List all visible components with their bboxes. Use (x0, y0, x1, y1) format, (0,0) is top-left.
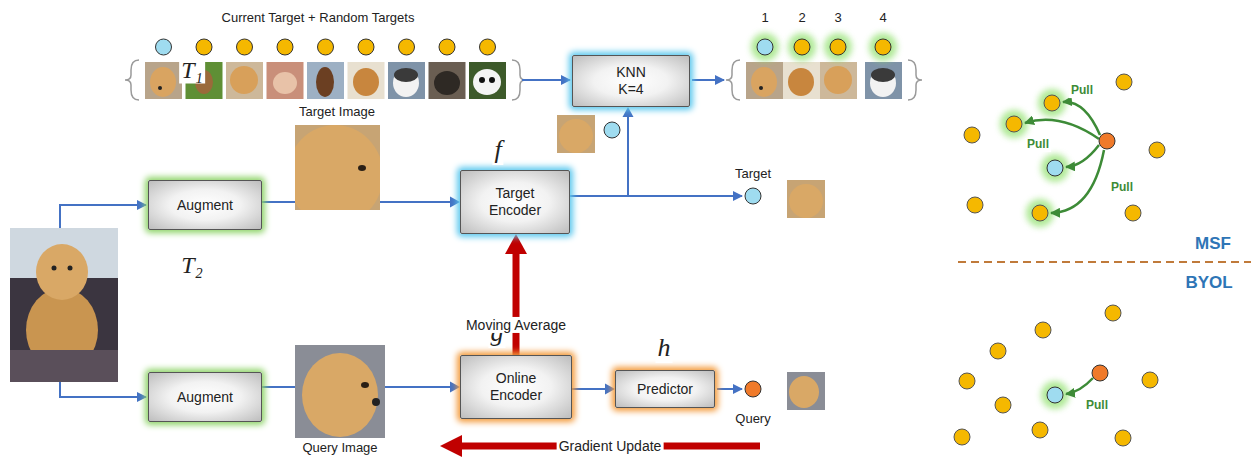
box-text-group: Target Encoder (479, 185, 551, 219)
bracket (125, 60, 922, 100)
connector-arrow (505, 234, 527, 355)
flow-arrow (60, 80, 742, 397)
target-crop (295, 125, 380, 210)
edge-label: Moving Average (464, 317, 568, 333)
connector-arrow (572, 384, 615, 395)
function-symbol: f (492, 135, 503, 165)
arrowhead (505, 234, 527, 254)
box-label: KNN K=4 (607, 64, 655, 98)
transform-symbol: T₂ (179, 252, 205, 279)
function-symbol: h (656, 333, 673, 363)
connector-line (513, 253, 520, 355)
arrow-label: Gradient Update (557, 438, 664, 454)
box-text-group: Online Encoder (480, 370, 552, 404)
neighbor-dots (751, 33, 897, 61)
box-text-group: Augment (177, 389, 233, 406)
box-text-group: KNN K=4 (607, 64, 655, 98)
connector-line (572, 388, 606, 390)
knn-box: KNN K=4 (572, 55, 690, 107)
callout-number: 2 (796, 11, 807, 26)
augment-box: Augment (148, 180, 262, 230)
gradient-arrow (440, 435, 760, 457)
source-photo (10, 228, 118, 382)
arrowhead (605, 384, 615, 395)
predictor-box: Predictor (615, 370, 715, 408)
box-text-group: Predictor (637, 381, 693, 398)
box-label: Online Encoder (480, 370, 552, 404)
method-label: BYOL (1183, 273, 1234, 293)
embedding-dots (156, 39, 496, 55)
row-caption: Current Target + Random Targets (220, 11, 417, 26)
query-crop (295, 345, 385, 438)
image-caption: Target Image (297, 105, 377, 120)
box-label: Augment (177, 197, 233, 214)
augment-box: Augment (148, 372, 262, 422)
arrowhead (450, 382, 460, 393)
output-label: Query (733, 412, 772, 427)
callout-number: 4 (877, 11, 888, 26)
pull-label: Pull (1109, 181, 1135, 195)
method-label: MSF (1193, 234, 1233, 254)
pull-label: Pull (1025, 138, 1051, 152)
output-label: Target (733, 167, 773, 182)
arrowhead (450, 197, 460, 208)
pull-label: Pull (1084, 399, 1110, 413)
callout-number: 3 (832, 11, 843, 26)
transform-symbol: T₁ (179, 57, 205, 84)
pull-label: Pull (1069, 84, 1095, 98)
box-text-group: Augment (177, 197, 233, 214)
arrowhead (623, 107, 634, 117)
box-label: Predictor (637, 381, 693, 398)
neighbor-thumbnails (746, 62, 902, 99)
encoder-box: Online Encoder (460, 355, 572, 419)
feature-thumbnails (557, 115, 825, 410)
box-label: Augment (177, 389, 233, 406)
embedding-space (954, 74, 1251, 446)
encoder-box: Target Encoder (460, 170, 570, 234)
box-label: Target Encoder (479, 185, 551, 219)
image-caption: Query Image (300, 441, 379, 456)
callout-number: 1 (759, 11, 770, 26)
